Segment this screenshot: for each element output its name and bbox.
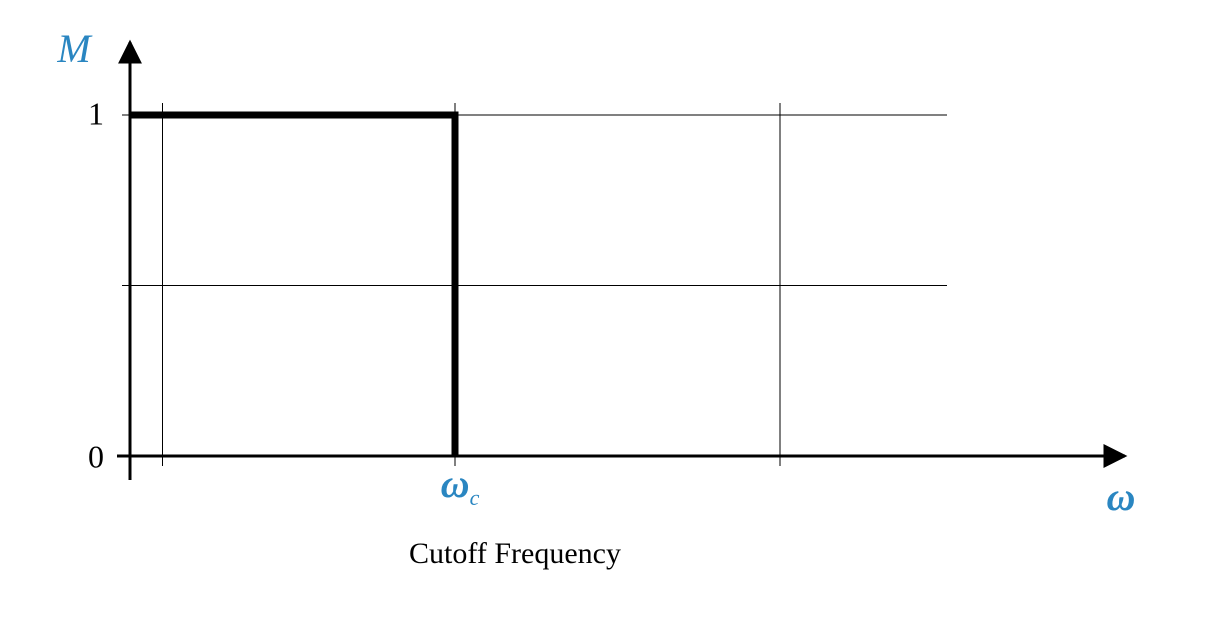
axes xyxy=(117,39,1128,480)
x-axis-label: ω xyxy=(1107,474,1136,519)
cutoff-caption: Cutoff Frequency xyxy=(409,537,621,570)
cutoff-symbol: ω xyxy=(441,461,470,506)
response-curve xyxy=(130,111,459,456)
cutoff-subscript: c xyxy=(470,485,480,510)
cutoff-frequency-tick-label: ωc xyxy=(441,461,480,510)
y-tick-label-1: 1 xyxy=(88,95,104,131)
grid-lines xyxy=(122,103,947,466)
y-tick-label-0: 0 xyxy=(88,438,104,474)
series-line-0 xyxy=(130,111,459,456)
y-axis-label: M xyxy=(56,26,93,71)
